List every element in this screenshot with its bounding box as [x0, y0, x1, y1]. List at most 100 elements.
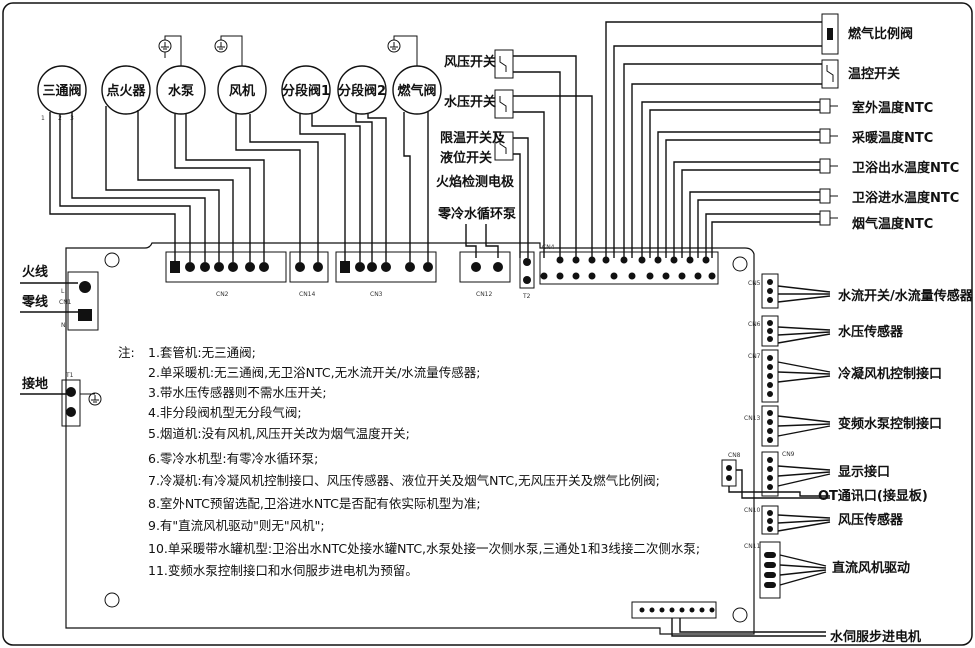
connector-cn14: CN14	[289, 251, 329, 298]
label-ground: 接地	[22, 376, 48, 392]
wire-zero-cold-pump	[465, 224, 477, 258]
label-display-interface: 显示接口	[838, 464, 890, 480]
label-flow-switch: 水流开关/水流量传感器	[838, 288, 974, 304]
connector-cn5: CN5 水流开关/水流量传感器	[748, 273, 974, 309]
pin-l-label: L	[61, 288, 65, 295]
connector-cn3: CN3	[335, 251, 437, 298]
svg-text:分段阀2: 分段阀2	[338, 83, 386, 99]
ntc-sensor-icon	[819, 210, 838, 226]
svg-text:CN11: CN11	[744, 543, 760, 550]
label-heating-ntc: 采暖温度NTC	[851, 130, 933, 146]
ground-icon	[214, 35, 243, 66]
connector-cn1	[67, 271, 99, 331]
connector-t2: T2	[519, 251, 535, 300]
ground-icon	[387, 35, 418, 66]
svg-text:CN3: CN3	[370, 291, 383, 298]
label-dhw-inlet-ntc: 卫浴进水温度NTC	[852, 190, 959, 206]
terminal-pin	[66, 407, 76, 417]
label-neutral: 零线	[21, 294, 48, 310]
connector-cn11: CN11 直流风机驱动	[744, 541, 910, 599]
note-item: 9.有"直流风机驱动"则无"风机";	[148, 518, 325, 533]
mount-hole	[104, 592, 120, 608]
connector-cn7: CN7 冷凝风机控制接口	[748, 349, 942, 403]
notes-block: 注: 1.套管机:无三通阀; 2.单采暖机:无三通阀,无卫浴NTC,无水流开关/…	[118, 345, 700, 578]
svg-text:风机: 风机	[229, 83, 255, 99]
note-item: 4.非分段阀机型无分段气阀;	[148, 405, 302, 420]
component-three-way-valve: 三通阀	[37, 65, 87, 115]
connector-stepper	[631, 601, 826, 637]
wires-right-top	[605, 21, 822, 258]
wire-zero-cold-pump	[485, 224, 499, 258]
switch-icon	[494, 49, 514, 79]
svg-text:CN7: CN7	[748, 353, 761, 360]
label-ot-port: OT通讯口(接显板)	[818, 488, 928, 504]
connector-cn12: CN12	[459, 251, 511, 298]
connector-cn10: CN10 风压传感器	[744, 505, 904, 535]
component-stage-valve-1: 分段阀1	[281, 65, 331, 115]
mount-hole	[732, 607, 748, 623]
thermostat-switch-icon	[821, 59, 839, 89]
component-fan: 风机	[217, 65, 267, 115]
label-flue-gas-ntc: 烟气温度NTC	[852, 216, 933, 232]
svg-text:点火器: 点火器	[106, 83, 146, 99]
svg-text:T2: T2	[522, 293, 531, 300]
pin-n-label: N	[61, 322, 66, 329]
svg-text:CN4: CN4	[542, 244, 555, 251]
connector-t1	[61, 379, 81, 427]
ntc-sensor-icon	[819, 128, 838, 144]
mount-hole	[104, 252, 120, 268]
label-zero-cold-pump: 零冷水循环泵	[437, 206, 516, 222]
label-water-pressure-switch: 水压开关	[444, 94, 496, 110]
svg-text:CN10: CN10	[744, 507, 760, 514]
svg-text:CN12: CN12	[476, 291, 492, 298]
label-air-pressure-switch: 风压开关	[444, 54, 496, 70]
label-thermostat-switch: 温控开关	[848, 66, 900, 82]
label-water-pressure-sensor: 水压传感器	[838, 324, 904, 340]
wires-switches	[513, 55, 593, 258]
proportional-valve-icon	[821, 13, 839, 55]
component-igniter: 点火器	[101, 65, 151, 115]
note-item: 10.单采暖带水罐机型:卫浴出水NTC处接水罐NTC,水泵处接一次侧水泵,三通处…	[148, 541, 700, 556]
wires-top	[49, 106, 429, 262]
connector-cn4: CN4	[539, 244, 719, 285]
label-flame-probe: 火焰检测电极	[436, 174, 515, 190]
note-item: 2.单采暖机:无三通阀,无卫浴NTC,无水流开关/水流量传感器;	[148, 365, 481, 380]
connector-cn8-cn9: CN8 CN9 显示接口 OT通讯口(接显板)	[721, 451, 928, 504]
switch-icon	[494, 131, 514, 161]
svg-text:CN8: CN8	[728, 452, 741, 459]
switch-icon	[494, 89, 514, 119]
label-dc-fan-driver: 直流风机驱动	[832, 560, 910, 576]
component-stage-valve-2: 分段阀2	[337, 65, 387, 115]
label-live: 火线	[22, 264, 48, 280]
svg-text:CN9: CN9	[782, 451, 795, 458]
label-gas-proportional-valve: 燃气比例阀	[848, 26, 913, 42]
svg-text:燃气阀: 燃气阀	[397, 83, 436, 99]
terminal-pin	[66, 387, 76, 397]
svg-text:分段阀1: 分段阀1	[282, 83, 330, 99]
note-item: 11.变频水泵控制接口和水伺服步进电机为预留。	[148, 563, 418, 578]
ntc-sensor-icon	[819, 98, 838, 114]
svg-text:三通阀: 三通阀	[42, 83, 81, 99]
label-air-pressure-sensor: 风压传感器	[838, 512, 904, 528]
note-item: 7.冷凝机:有冷凝风机控制接口、风压传感器、液位开关及烟气NTC,无风压开关及燃…	[148, 473, 660, 488]
note-item: 3.带水压传感器则不需水压开关;	[148, 385, 327, 400]
note-item: 6.零冷水机型:有零冷水循环泵;	[148, 451, 318, 466]
connector-cn6: CN6 水压传感器	[748, 315, 904, 347]
cn1-label: CN1	[59, 299, 72, 306]
ntc-sensor-icon	[819, 188, 838, 204]
valve-pin-label: 1	[41, 115, 45, 122]
t1-label: T1	[65, 372, 74, 379]
label-level-switch: 液位开关	[440, 150, 492, 166]
ground-icon	[158, 35, 182, 66]
label-dhw-outlet-ntc: 卫浴出水温度NTC	[852, 160, 959, 176]
svg-text:CN5: CN5	[748, 280, 761, 287]
note-item: 5.烟道机:没有风机,风压开关改为烟气温度开关;	[148, 426, 410, 441]
terminal-pin	[79, 281, 91, 293]
top-components: 三通阀 点火器 水泵 风机 分段阀1 分段阀2 燃气阀	[37, 65, 442, 115]
label-limit-switch: 限温开关及	[440, 130, 506, 146]
label-stepper-motor: 水伺服步进电机	[830, 629, 921, 645]
svg-text:CN2: CN2	[216, 291, 229, 298]
ntc-sensor-icon	[819, 158, 838, 174]
